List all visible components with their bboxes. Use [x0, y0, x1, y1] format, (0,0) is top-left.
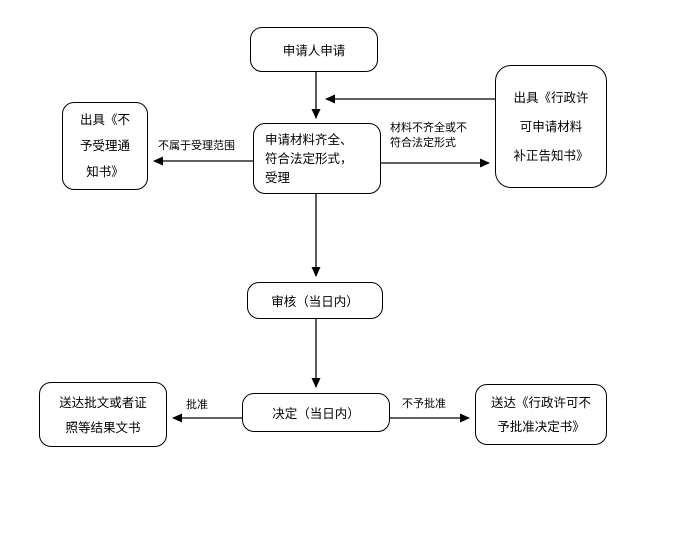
edge-label-approved: 批准: [186, 397, 208, 412]
node-applicant: 申请人申请: [250, 27, 378, 72]
node-decision: 决定（当日内）: [242, 393, 390, 432]
edge-label-incomplete: 材料不齐全或不 符合法定形式: [390, 120, 467, 150]
node-deliver-denial: 送达《行政许可不 予批准决定书》: [475, 384, 607, 445]
node-supplement-notice: 出具《行政许 可申请材料 补正告知书》: [495, 65, 607, 188]
node-deliver-approval: 送达批文或者证 照等结果文书: [39, 382, 167, 447]
node-reject-notice: 出具《不 予受理通 知书》: [62, 102, 148, 190]
edge-label-out-of-scope: 不属于受理范围: [158, 138, 235, 153]
node-acceptance: 申请材料齐全、 符合法定形式， 受理: [253, 123, 381, 194]
edge-label-not-approved: 不予批准: [402, 396, 446, 411]
node-review: 审核（当日内）: [247, 282, 383, 319]
